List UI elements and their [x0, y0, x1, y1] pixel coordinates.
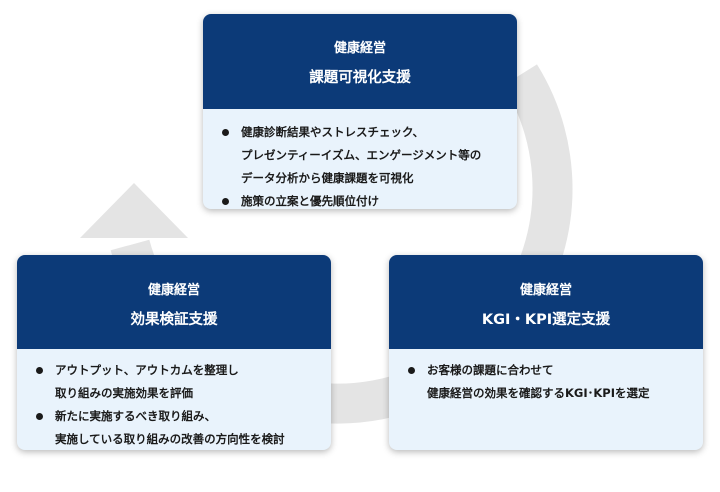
- card-kgi-kpi-selection-header: 健康経営 KGI・KPI選定支援: [389, 255, 703, 349]
- card-issue-visualization-body: 健康診断結果やストレスチェック、プレゼンティーイズム、エンゲージメント等のデータ…: [203, 109, 517, 209]
- card-effect-verification-title: 効果検証支援: [130, 312, 218, 328]
- card-issue-visualization-title: 課題可視化支援: [309, 70, 411, 86]
- card-effect-verification-header: 健康経営 効果検証支援: [17, 255, 331, 349]
- bullet-item: 施策の立案と優先順位付け: [219, 190, 517, 209]
- bullet-item: 新たに実施するべき取り組み、実施している取り組みの改善の方向性を検討: [33, 405, 331, 450]
- card-effect-verification-subtitle: 健康経営: [147, 283, 200, 298]
- cycle-arrowhead: [80, 183, 188, 238]
- bullet-item: お客様の課題に合わせて健康経営の効果を確認するKGI･KPIを選定: [405, 359, 703, 405]
- card-kgi-kpi-selection: 健康経営 KGI・KPI選定支援 お客様の課題に合わせて健康経営の効果を確認する…: [389, 255, 703, 450]
- card-issue-visualization-header: 健康経営 課題可視化支援: [203, 14, 517, 109]
- card-issue-visualization-subtitle: 健康経営: [333, 41, 386, 56]
- card-effect-verification: 健康経営 効果検証支援 アウトプット、アウトカムを整理し取り組みの実施効果を評価…: [17, 255, 331, 450]
- card-kgi-kpi-selection-title: KGI・KPI選定支援: [481, 312, 611, 328]
- card-kgi-kpi-selection-body: お客様の課題に合わせて健康経営の効果を確認するKGI･KPIを選定: [389, 349, 703, 405]
- bullet-item: アウトプット、アウトカムを整理し取り組みの実施効果を評価: [33, 359, 331, 405]
- bullet-item: 健康診断結果やストレスチェック、プレゼンティーイズム、エンゲージメント等のデータ…: [219, 121, 517, 190]
- card-effect-verification-body: アウトプット、アウトカムを整理し取り組みの実施効果を評価 新たに実施するべき取り…: [17, 349, 331, 450]
- card-kgi-kpi-selection-subtitle: 健康経営: [519, 283, 572, 298]
- card-issue-visualization: 健康経営 課題可視化支援 健康診断結果やストレスチェック、プレゼンティーイズム、…: [203, 14, 517, 209]
